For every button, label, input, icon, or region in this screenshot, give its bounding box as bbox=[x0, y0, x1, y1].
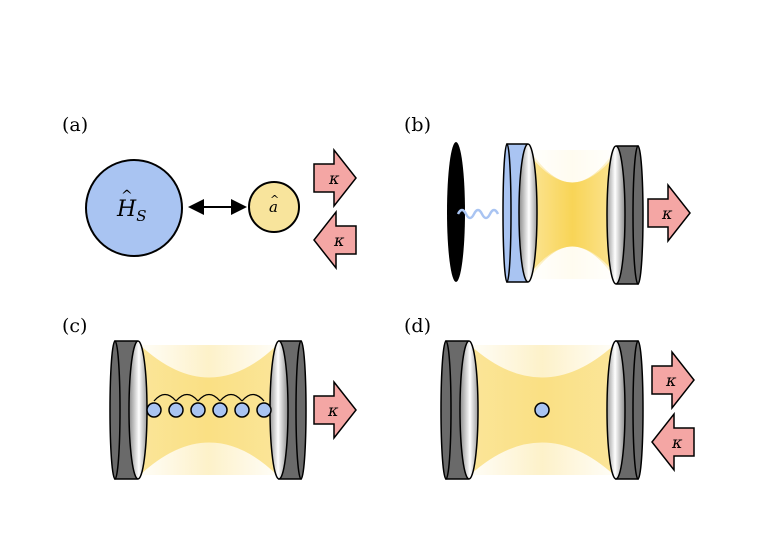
loss-arrow-right bbox=[313, 379, 357, 441]
loss-arrow-right bbox=[313, 147, 357, 209]
panel-c: (c) κ bbox=[62, 315, 357, 480]
kappa-in-label: κ bbox=[333, 231, 345, 250]
single-atom bbox=[534, 402, 550, 418]
panel-b: (b) κ bbox=[404, 114, 691, 285]
atom bbox=[212, 402, 228, 418]
system-hamiltonian-symbol: HS bbox=[116, 197, 146, 225]
hopping-arc bbox=[219, 393, 243, 402]
blue-mirror-face bbox=[518, 143, 538, 283]
drive-arrow-left bbox=[313, 209, 357, 271]
kappa-out-label: κ bbox=[665, 371, 677, 390]
atom bbox=[168, 402, 184, 418]
kappa-out-label: κ bbox=[328, 169, 340, 188]
system-circle bbox=[85, 159, 183, 257]
wavy-coupling-icon bbox=[456, 208, 500, 220]
atom-chain bbox=[146, 393, 272, 418]
hopping-arc bbox=[153, 393, 177, 402]
hat-icon: ^ bbox=[270, 193, 279, 206]
kappa-in-label: κ bbox=[671, 433, 683, 452]
mode-symbol: a bbox=[269, 198, 278, 216]
right-mirror-face bbox=[606, 340, 626, 480]
cavity-beam bbox=[530, 155, 615, 274]
hopping-arc bbox=[241, 393, 265, 402]
panel-d: (d) κ κ bbox=[404, 315, 695, 480]
left-mirror-face bbox=[128, 340, 148, 480]
right-mirror-face bbox=[269, 340, 289, 480]
left-mirror-face bbox=[459, 340, 479, 480]
panel-a-label: (a) bbox=[62, 114, 88, 136]
panel-c-label: (c) bbox=[62, 315, 87, 337]
panel-d-label: (d) bbox=[404, 315, 431, 337]
drive-arrow-left bbox=[651, 411, 695, 473]
hopping-arc bbox=[175, 393, 199, 402]
hat-icon: ^ bbox=[121, 188, 133, 204]
panel-b-label: (b) bbox=[404, 114, 431, 136]
right-mirror-face bbox=[606, 145, 626, 285]
loss-arrow-right bbox=[647, 182, 691, 244]
atom bbox=[234, 402, 250, 418]
hopping-arc bbox=[197, 393, 221, 402]
kappa-out-label: κ bbox=[327, 401, 339, 420]
atom bbox=[190, 402, 206, 418]
kappa-out-label: κ bbox=[661, 204, 673, 223]
atom bbox=[256, 402, 272, 418]
loss-arrow-right bbox=[651, 349, 695, 411]
black-membrane bbox=[447, 142, 465, 282]
atom bbox=[146, 402, 162, 418]
cavity-mode-circle bbox=[248, 181, 300, 233]
panel-a: (a) HS ^ a ^ κ κ bbox=[62, 114, 357, 271]
